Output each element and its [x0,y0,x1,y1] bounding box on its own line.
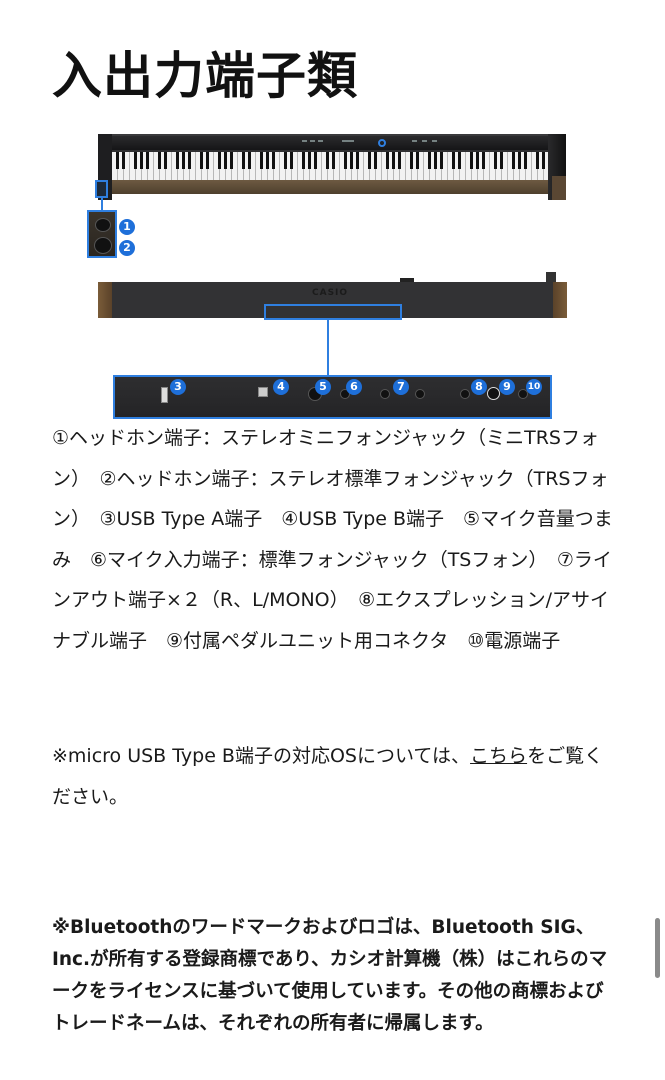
rear-panel-closeup: 3 4 5 6 7 8 9 10 [113,375,552,419]
page-title: 入出力端子類 [52,46,358,105]
piano-back-view-image: CASIO [98,282,567,318]
callout-badge-6: 6 [346,379,362,395]
usb-b-port-icon [258,387,268,397]
callout-badge-5: 5 [315,379,331,395]
bluetooth-trademark-note: ※Bluetoothのワードマークおよびロゴは、Bluetooth SIG、In… [52,917,608,1034]
piano-top-view-image [98,134,566,200]
rear-panel-highlight [264,304,402,320]
control-panel [112,136,552,150]
callout-badge-9: 9 [499,379,515,395]
dial-icon [378,139,386,147]
callout-badge-3: 3 [170,379,186,395]
terminal-list-text: ①ヘッドホン端子：ステレオミニフォンジャック（ミニTRSフォン） ②ヘッドホン端… [52,427,613,652]
usb-a-port-icon [161,387,168,403]
black-keys [112,152,548,169]
expression-jack-icon [460,389,470,399]
line-out-r-jack-icon [380,389,390,399]
power-jack-icon [518,389,528,399]
pedal-connector-icon [487,387,500,400]
headphone-jacks-closeup [87,210,117,258]
casio-logo: CASIO [312,288,349,298]
callout-badge-7: 7 [393,379,409,395]
scrollbar[interactable] [655,918,660,978]
here-link[interactable]: こちら [470,745,528,767]
usb-os-note: ※micro USB Type B端子の対応OSについては、こちらをご覧ください… [52,736,622,817]
line-out-l-jack-icon [415,389,425,399]
callout-badge-2: 2 [119,240,135,256]
callout-badge-10: 10 [526,379,542,395]
callout-badge-1: 1 [119,219,135,235]
usb-note-text-after: をご覧ください。 [52,745,604,808]
callout-badge-4: 4 [273,379,289,395]
callout-badge-8: 8 [471,379,487,395]
mini-jack-icon [95,218,111,232]
standard-jack-icon [94,237,112,254]
terminal-diagram: 1 2 CASIO 3 4 5 6 7 8 9 10 [0,0,665,430]
headphone-area-highlight [95,180,108,198]
usb-note-text-before: ※micro USB Type B端子の対応OSについては、 [52,745,471,767]
